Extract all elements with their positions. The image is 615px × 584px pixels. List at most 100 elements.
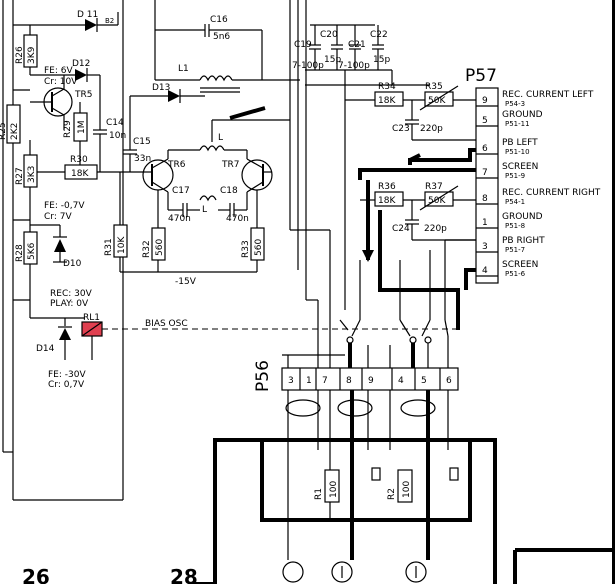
p57-pin-number: 7 [482, 168, 488, 178]
diode-d10: D10 [53, 225, 82, 269]
capacitor-c16: C16 5n6 [154, 0, 263, 80]
p56-pin-number: 7 [322, 376, 328, 386]
note-cr-10v: Cr: 10V [44, 77, 78, 87]
r36-label: R36 [378, 182, 396, 192]
note-cr-7v: Cr: 7V [44, 212, 72, 222]
resistor-r28: R28 5K6 [15, 224, 60, 275]
r30-value: 18K [71, 169, 89, 179]
p56-title: P56 [253, 360, 273, 392]
transistor-tr5: TR5 [30, 75, 92, 130]
d14-label: D14 [36, 344, 55, 354]
r32-value: 560 [155, 239, 165, 256]
c19-label: C19 [294, 40, 312, 50]
diode-d11: D 11 B2 [77, 10, 119, 32]
p57-pin-number: 6 [482, 144, 488, 154]
p57-pin-number: 1 [482, 218, 488, 228]
c24-label: C24 [392, 224, 410, 234]
c18-value: 470n [226, 214, 249, 224]
capacitor-c14: C14 10n [93, 75, 126, 172]
l1-label: L1 [178, 64, 189, 74]
r30-label: R30 [70, 155, 88, 165]
c15-label: C15 [133, 137, 151, 147]
r27-value: 3K3 [27, 166, 37, 183]
note-cr-07v: Cr: 0,7V [48, 380, 85, 390]
c21-label: C21 [348, 40, 366, 50]
c22-label: C22 [370, 30, 388, 40]
coil-blocks [371, 467, 459, 481]
resistor-r1: R1 100 [314, 469, 340, 503]
resistor-r34: R34 18K [345, 82, 425, 107]
p56-pin-number: 1 [306, 376, 312, 386]
connector-p56: P56 [253, 360, 459, 392]
c16-label: C16 [210, 15, 228, 25]
switch-contacts [339, 319, 449, 344]
d10-label: D10 [63, 259, 82, 269]
page-number-right: 28 [170, 565, 198, 584]
capacitor-c24: C24 220p [392, 200, 476, 241]
p57-pin-number: 9 [482, 96, 488, 106]
r1-value: 100 [329, 481, 339, 498]
r29-label: R29 [63, 120, 73, 138]
c23-value: 220p [420, 124, 443, 134]
r25-value: 2K2 [10, 123, 20, 140]
r34-label: R34 [378, 82, 396, 92]
resistor-r36: R36 18K [360, 182, 425, 207]
c17-label: C17 [172, 186, 190, 196]
r37-value: 50K [428, 196, 446, 206]
c14-value: 10n [109, 131, 126, 141]
p57-pin-number: 5 [482, 116, 488, 126]
r31-value: 10K [117, 236, 127, 254]
p57-pin-ref: P54-3 [505, 100, 525, 108]
r33-label: R33 [241, 240, 251, 258]
p57-pin-number: 8 [482, 194, 488, 204]
l-center-label: L [218, 133, 223, 143]
p57-pin-label: REC. CURRENT RIGHT [502, 188, 601, 198]
diode-d12: D12 [30, 59, 100, 82]
note-minus15v: -15V [175, 277, 197, 287]
lower-frame [190, 0, 615, 584]
resistor-r31: R31 10K [104, 172, 128, 272]
c22-value: 15p [373, 55, 390, 65]
resistor-r2: R2 100 [387, 469, 413, 503]
c15-value: 33n [134, 154, 151, 164]
shielded-cables [285, 390, 449, 560]
c24-value: 220p [424, 224, 447, 234]
bias-osc-label: BIAS OSC [145, 319, 188, 329]
c20-label: C20 [320, 30, 338, 40]
r34-value: 18K [378, 96, 396, 106]
tr6-label: TR6 [167, 160, 186, 170]
tape-head-symbols [282, 561, 427, 583]
l-bottom-label: L [202, 205, 207, 215]
p57-pin-label: PB RIGHT [502, 236, 545, 246]
p57-pin-label: PB LEFT [502, 138, 538, 148]
resistor-r27: R27 3K3 [15, 140, 38, 225]
p57-pin-number: 3 [482, 242, 488, 252]
r35-value: 50K [428, 96, 446, 106]
page-number-left: 26 [22, 565, 50, 584]
r37-label: R37 [425, 182, 443, 192]
p57-pin-ref: P51-8 [505, 222, 525, 230]
c20-value: 15p [324, 55, 341, 65]
d11-label: D 11 [77, 10, 98, 20]
p56-pin-number: 5 [421, 376, 427, 386]
p57-pin-number: 4 [482, 266, 488, 276]
resistor-r37: R37 50K [419, 182, 476, 211]
capacitor-c15: C15 33n [123, 96, 151, 172]
note-fe-30v: FE: -30V [48, 370, 86, 380]
r26-value: 3K9 [27, 46, 37, 64]
p57-pin-label: GROUND [502, 110, 543, 120]
r32-label: R32 [142, 240, 152, 258]
p57-title: P57 [465, 66, 497, 86]
r28-label: R28 [15, 244, 25, 262]
connector-p57: P57 [465, 66, 499, 284]
r29-value: 1M [77, 121, 87, 135]
transistor-tr7: TR7 [221, 150, 273, 210]
resistor-r26: R26 3K9 [15, 25, 38, 75]
c16-value: 5n6 [213, 32, 230, 42]
note-play-0v: PLAY: 0V [50, 299, 89, 309]
capacitor-c17: C17 470n [168, 186, 200, 224]
c17-value: 470n [168, 214, 191, 224]
